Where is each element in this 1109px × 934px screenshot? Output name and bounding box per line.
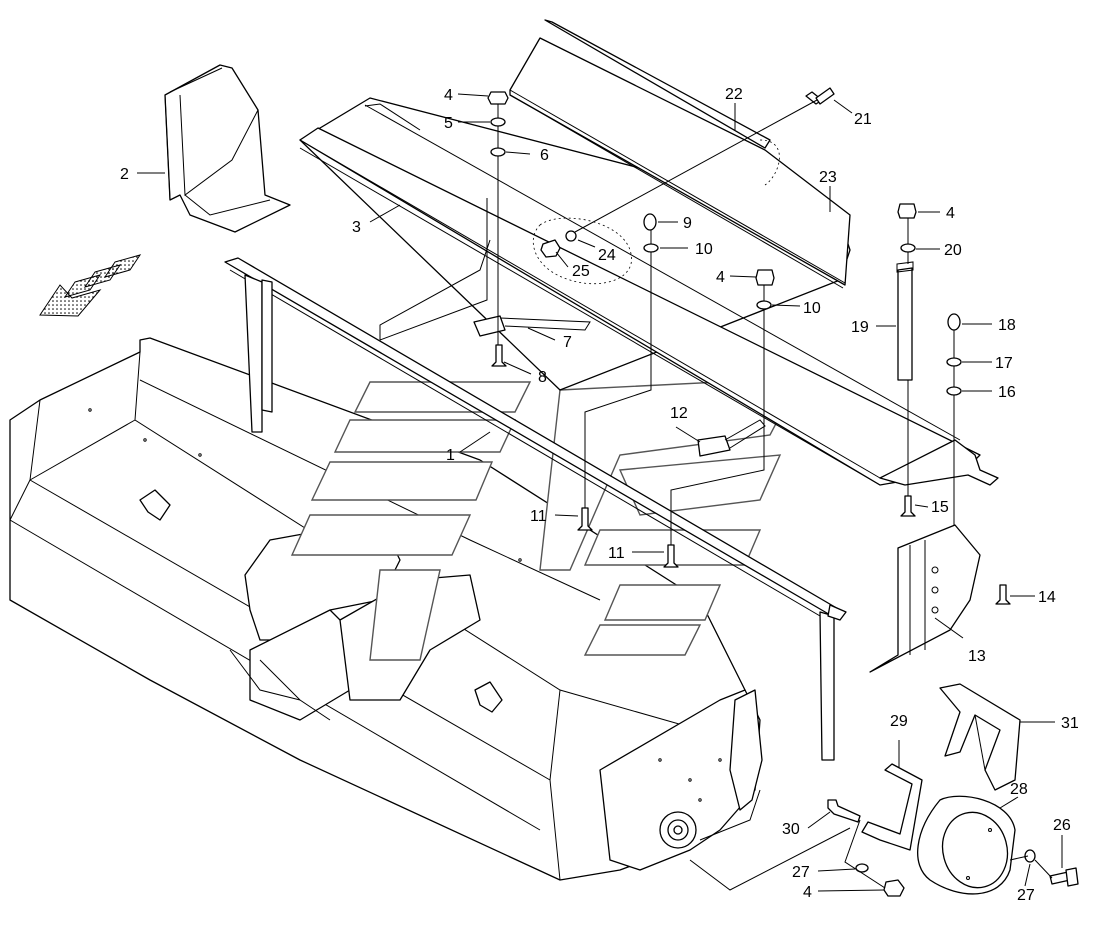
callout-14: 14 — [1038, 589, 1056, 606]
callout-22: 22 — [725, 86, 743, 103]
callout-19: 19 — [851, 319, 869, 336]
direction-arrow-icon — [39, 254, 142, 317]
callout-labels: 1 2 3 4 4 4 4 5 6 7 8 9 10 10 11 11 12 1… — [120, 86, 1079, 904]
callout-24: 24 — [598, 247, 616, 264]
callout-13: 13 — [968, 648, 986, 665]
part-motor — [917, 795, 1016, 895]
callout-25: 25 — [572, 263, 590, 280]
callout-15: 15 — [931, 499, 949, 516]
callout-16: 16 — [998, 384, 1016, 401]
part-strap — [861, 763, 923, 851]
part-motor-bracket — [939, 683, 1021, 791]
part-rear-bracket — [869, 524, 981, 673]
callout-20: 20 — [944, 242, 962, 259]
callout-18: 18 — [998, 317, 1016, 334]
callout-12: 12 — [670, 405, 688, 422]
callout-11: 11 — [608, 545, 625, 562]
callout-4: 4 — [716, 269, 725, 286]
callout-7: 7 — [563, 334, 572, 351]
callout-28: 28 — [1010, 781, 1028, 798]
part-top-cover — [299, 97, 999, 486]
part-long-bar — [224, 257, 847, 761]
leader-lines — [137, 93, 1063, 892]
part-rod — [896, 261, 914, 381]
callout-5: 5 — [444, 115, 453, 132]
callout-17: 17 — [995, 355, 1013, 372]
callout-4: 4 — [444, 87, 453, 104]
callout-23: 23 — [819, 169, 837, 186]
callout-4: 4 — [803, 884, 812, 901]
callout-10: 10 — [695, 241, 713, 258]
callout-29: 29 — [890, 713, 908, 730]
callout-3: 3 — [352, 219, 361, 236]
callout-27: 27 — [1017, 887, 1035, 904]
callout-9: 9 — [683, 215, 692, 232]
callout-6: 6 — [540, 147, 549, 164]
callout-11: 11 — [530, 508, 547, 525]
callout-26: 26 — [1053, 817, 1071, 834]
callout-2: 2 — [120, 166, 129, 183]
callout-21: 21 — [854, 111, 872, 128]
callout-30: 30 — [782, 821, 800, 838]
part-side-shield — [164, 64, 291, 233]
callout-8: 8 — [538, 369, 547, 386]
callout-1: 1 — [446, 447, 455, 464]
callout-27: 27 — [792, 864, 810, 881]
callout-31: 31 — [1061, 715, 1079, 732]
watermark-logo — [290, 377, 802, 661]
callout-4: 4 — [946, 205, 955, 222]
part-rear-panel — [509, 19, 851, 289]
callout-10: 10 — [803, 300, 821, 317]
